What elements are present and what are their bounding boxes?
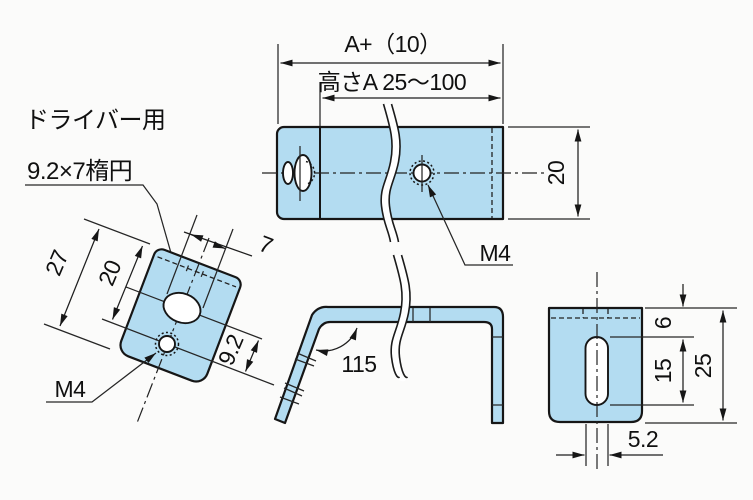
plate-axis-centerline	[136, 237, 210, 424]
oval-label-leader	[25, 184, 178, 275]
dim-text-6: 6	[650, 317, 676, 329]
side-view-outline	[273, 305, 505, 425]
m4-cross-centerline	[101, 318, 275, 386]
dim-text-27: 27	[40, 246, 74, 279]
side-view: 115	[273, 253, 505, 425]
dim-overall-width: A+（10）	[277, 31, 504, 124]
strip-hole-hidden-ticks	[412, 308, 431, 322]
dim-right-chain: 6 15 25	[610, 284, 737, 424]
dim-text-height-range: 高さA 25～100	[318, 69, 466, 95]
leg-hole-edge-ticks	[279, 352, 317, 405]
slot-edge-lines	[492, 336, 503, 406]
dim-text-5-2: 5.2	[628, 426, 658, 452]
dim-depth-20: 20	[508, 126, 590, 220]
dim-text-15: 15	[650, 359, 676, 384]
break-line	[380, 102, 401, 243]
m4-label-top: M4	[480, 240, 512, 266]
driver-use-label: ドライバー用	[25, 107, 166, 134]
m4-tapped-hole-plate	[158, 335, 176, 353]
break-line-side	[390, 253, 411, 382]
dim-text-depth: 20	[543, 161, 569, 186]
plate-view: 27 20 7 9.2 M4	[40, 214, 276, 424]
dim-height-range: 高さA 25～100	[318, 69, 501, 126]
top-view: A+（10） 高さA 25～100 20 M4	[262, 31, 590, 266]
dim-text-overall-width: A+（10）	[344, 31, 441, 57]
m4-label-plate: M4	[55, 376, 87, 402]
m4-leader-top: M4	[427, 184, 513, 266]
oval-serration-arc	[305, 160, 316, 186]
oval-hole-foreshortened-large	[293, 154, 313, 192]
end-view: 5.2 6 15 25	[547, 272, 737, 470]
oval-hole	[162, 291, 202, 325]
bend-tick-2	[200, 270, 204, 278]
dim-text-7: 7	[255, 230, 276, 259]
dim-text-20: 20	[93, 256, 127, 289]
oval-hole-foreshortened-small	[282, 161, 294, 185]
oval-hole-label: 9.2×7楕円	[27, 158, 132, 185]
dim-slot-width: 5.2	[556, 424, 663, 466]
m4-serration-ring-plate	[154, 331, 180, 357]
bend-tick-1	[185, 265, 190, 272]
plate-bend-hidden-line	[157, 256, 237, 288]
dim-text-25: 25	[690, 354, 716, 379]
m4-leader-plate: M4	[46, 352, 157, 403]
dim-bend-angle: 115	[315, 327, 377, 377]
dim-text-115: 115	[341, 351, 376, 377]
